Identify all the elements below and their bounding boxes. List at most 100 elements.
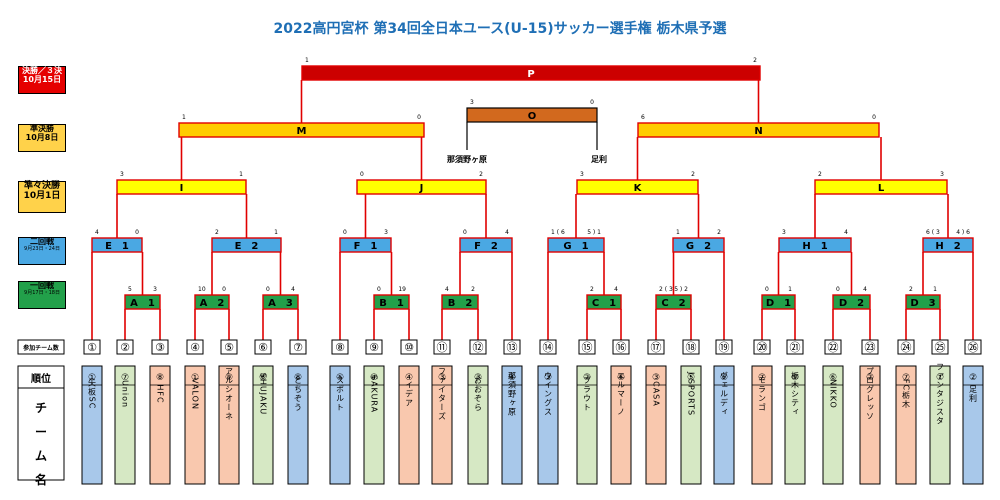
team-rank-10: ④ (405, 373, 413, 383)
match-box-M (178, 122, 425, 138)
match-label-I: I (180, 183, 184, 194)
team-number-box-22 (824, 339, 842, 355)
match-score-right-D3: 1 (933, 286, 937, 293)
team-box-26 (962, 365, 984, 485)
semi-loser-right: 足利 (591, 154, 607, 164)
team-rank-24: ⑦ (902, 373, 910, 383)
team-number-26: ㉖ (968, 341, 979, 354)
match-score-right-P: 2 (753, 57, 757, 64)
match-label-M: M (297, 126, 307, 137)
match-score-left-G1: 1 ( 6 (551, 229, 565, 236)
team-number-box-13 (503, 339, 521, 355)
team-name-22: NIKKO (829, 379, 838, 409)
team-rank-17: ③ (652, 373, 660, 383)
match-label-G1: G 1 (563, 241, 588, 252)
team-name-19: ヴェルディ (720, 371, 729, 417)
team-number-box-23 (861, 339, 879, 355)
team-rank-11: ③ (438, 373, 446, 383)
match-score-right-L: 3 (940, 171, 944, 178)
team-number-11: ⑪ (437, 341, 448, 354)
team-box-20 (751, 365, 773, 485)
match-label-N: N (754, 126, 762, 137)
match-score-left-I: 3 (120, 171, 124, 178)
team-rank-18: ⑤ (687, 373, 695, 383)
team-number-box-19 (715, 339, 733, 355)
team-rank-21: ⑨ (791, 373, 799, 383)
team-number-25: ㉕ (935, 341, 946, 354)
match-box-P (301, 65, 761, 81)
match-score-left-H1: 3 (782, 229, 786, 236)
team-number-1: ① (87, 341, 97, 354)
team-number-15: ⑮ (582, 341, 593, 354)
team-rank-4: ① (191, 373, 199, 383)
team-name-18: J-SPORTS (687, 371, 696, 416)
team-number-box-24 (897, 339, 915, 355)
match-box-J (356, 179, 487, 195)
team-rank-15: ② (583, 373, 591, 383)
match-score-right-A2: 0 (222, 286, 226, 293)
match-score-right-G2: 2 (717, 229, 721, 236)
match-box-C1 (586, 294, 622, 310)
match-score-left-E1: 4 (95, 229, 99, 236)
team-name-16: エルマーノ (617, 372, 626, 417)
match-box-N (637, 122, 880, 138)
team-number-3: ③ (155, 341, 165, 354)
team-box-10 (398, 365, 420, 485)
match-label-D1: D 1 (766, 298, 791, 309)
match-box-B1 (373, 294, 410, 310)
match-score-left-D1: 0 (765, 286, 769, 293)
match-label-F1: F 1 (354, 241, 378, 252)
team-number-box-14 (539, 339, 557, 355)
round-label-final-date: 10月15日 (22, 74, 62, 84)
match-score-right-D1: 1 (788, 286, 792, 293)
rank-label: 順位 (30, 372, 51, 385)
match-score-right-H2: 4 ) 6 (956, 229, 970, 236)
team-rank-8: ⑤ (336, 373, 344, 383)
team-box-17 (645, 365, 667, 485)
match-score-left-F1: 0 (343, 229, 347, 236)
match-score-right-I: 1 (239, 171, 243, 178)
team-number-box-9 (365, 339, 383, 355)
match-box-G2 (672, 237, 725, 253)
match-score-right-E2: 1 (274, 229, 278, 236)
match-score-left-N: 6 (641, 114, 645, 121)
team-name-7: とちぞう (294, 376, 303, 412)
team-name-label-char-2: ー (35, 425, 47, 439)
team-number-box-2 (116, 339, 134, 355)
team-box-5 (218, 365, 240, 485)
team-box-1 (81, 365, 103, 485)
team-name-4: VALON (191, 378, 200, 410)
team-number-4: ④ (190, 341, 200, 354)
round-label-r1-title: 一回戦 (30, 281, 54, 290)
team-rank-16: ⑥ (617, 373, 625, 383)
match-score-left-D2: 0 (836, 286, 840, 293)
team-box-21 (784, 365, 806, 485)
round-label-final: 決勝／３決 10月15日 (18, 66, 66, 94)
team-box-24 (895, 365, 917, 485)
team-box-3 (149, 365, 171, 485)
match-score-left-C2: 2 ( 3 (659, 286, 673, 293)
match-score-left-L: 2 (818, 171, 822, 178)
team-box-23 (859, 365, 881, 485)
semi-loser-left: 那須野ヶ原 (447, 154, 487, 164)
round-label-qf-date: 10月1日 (23, 190, 61, 201)
team-name-25: ファンタジスタ (936, 363, 945, 426)
team-name-10: イデア (405, 381, 414, 408)
team-number-box-20 (753, 339, 771, 355)
match-label-E2: E 2 (235, 241, 259, 252)
match-score-right-A1: 3 (153, 286, 157, 293)
match-score-left-A3: 0 (266, 286, 270, 293)
match-box-D2 (832, 294, 871, 310)
team-rank-19: ⑥ (720, 373, 728, 383)
team-box-4 (184, 365, 206, 485)
match-label-C2: C 2 (661, 298, 685, 309)
round-label-r1: 一回戦 9月17日・18日 (18, 281, 66, 309)
match-score-right-M: 0 (417, 114, 421, 121)
match-score-left-G2: 1 (676, 229, 680, 236)
team-number-box-12 (469, 339, 487, 355)
match-box-E2 (211, 237, 282, 253)
match-score-right-C1: 4 (614, 286, 618, 293)
match-score-left-A1: 5 (128, 286, 132, 293)
page-title: 2022高円宮杯 第34回全日本ユース(U-15)サッカー選手権 栃木県予選 (273, 21, 727, 37)
match-score-right-F1: 3 (384, 229, 388, 236)
